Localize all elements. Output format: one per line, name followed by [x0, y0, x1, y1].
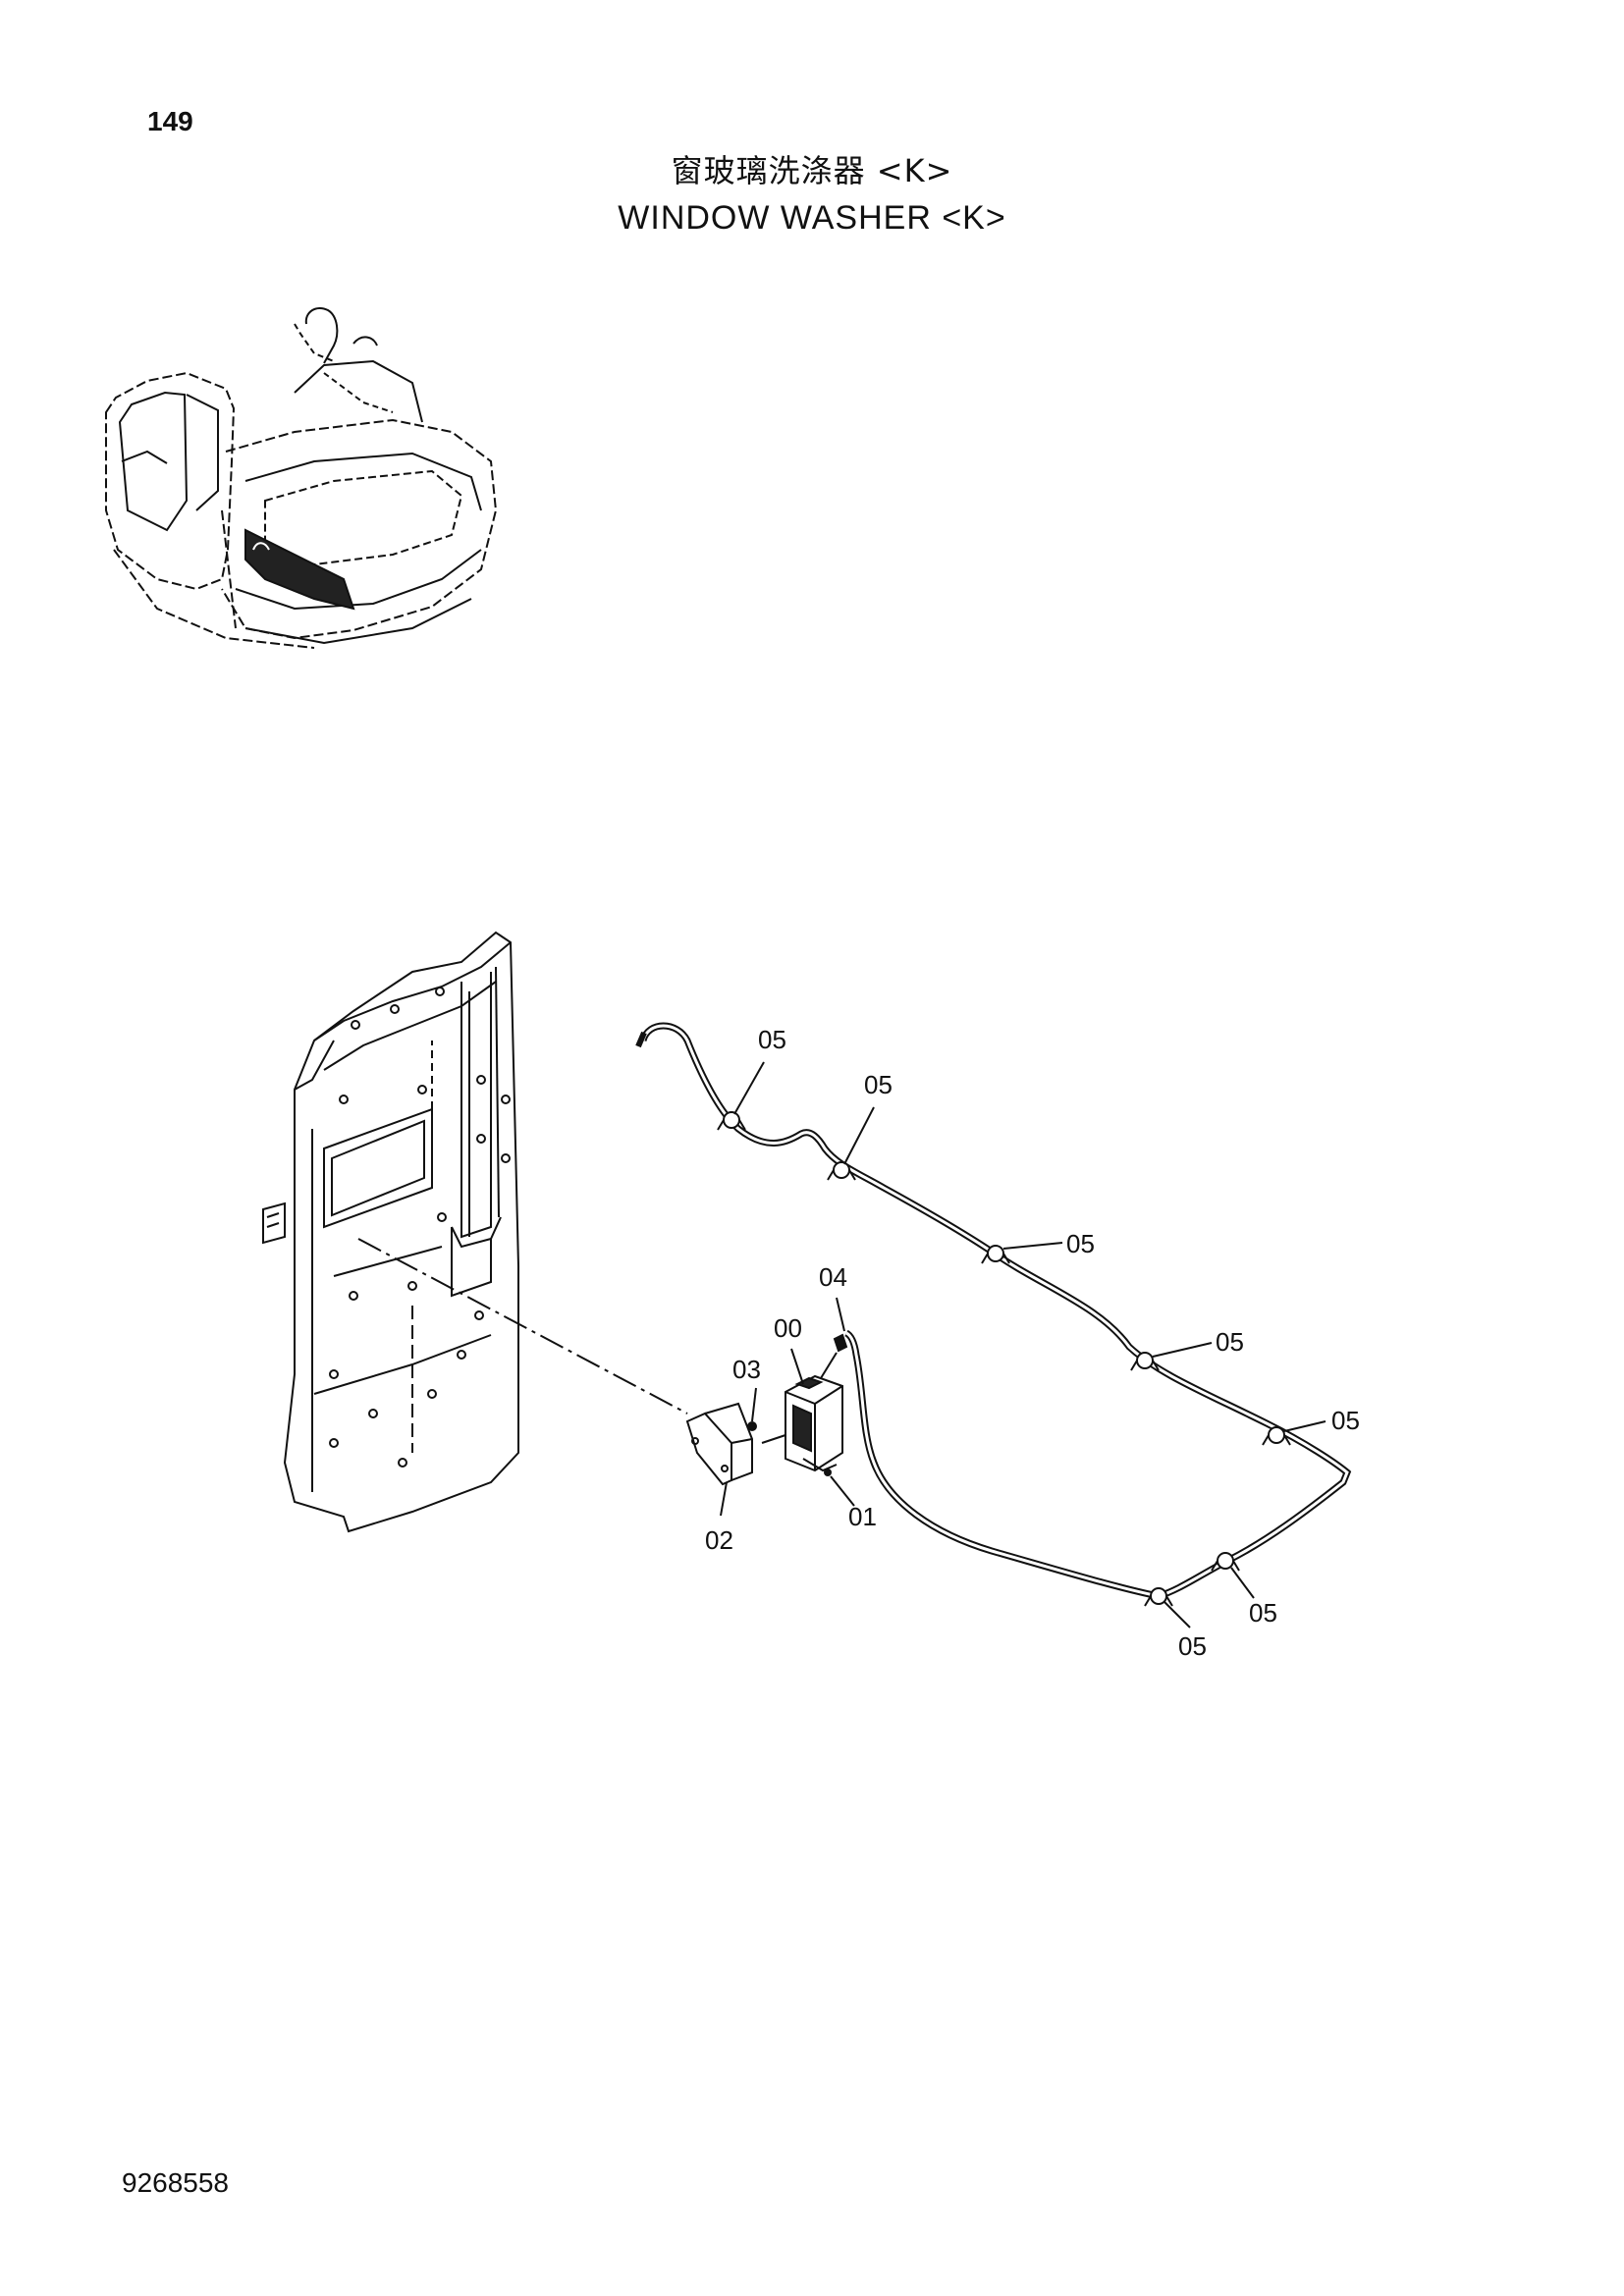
- title-block: 窗玻璃洗涤器 <K> WINDOW WASHER <K>: [0, 149, 1624, 241]
- callout-00: 00: [774, 1313, 802, 1343]
- mounting-center-line: [357, 1238, 688, 1415]
- drawing-number: 9268558: [122, 2167, 230, 2198]
- callout-05-d: 05: [1216, 1327, 1244, 1357]
- page-title-english: WINDOW WASHER <K>: [618, 199, 1006, 237]
- callout-05-a: 05: [758, 1025, 786, 1054]
- callout-labels: 05 05 05 05 05 05 05 04 00 03 01 02: [705, 1025, 1360, 1661]
- callout-03: 03: [732, 1355, 761, 1384]
- callout-05-b: 05: [864, 1070, 893, 1099]
- callout-04: 04: [819, 1262, 847, 1292]
- page-number: 149: [147, 106, 193, 136]
- bracket-icon: [685, 1402, 757, 1486]
- excavator-location-icon: [105, 306, 498, 649]
- washer-tank-icon: [761, 1374, 843, 1476]
- washer-hose-icon: [635, 1022, 1352, 1600]
- leader-lines: [720, 1061, 1326, 1629]
- callout-01: 01: [848, 1502, 877, 1531]
- cab-panel-icon: [262, 931, 519, 1533]
- callout-05-g: 05: [1178, 1631, 1207, 1661]
- callout-05-f: 05: [1249, 1598, 1277, 1628]
- page-title-chinese: 窗玻璃洗涤器 <K>: [671, 152, 953, 189]
- callout-05-e: 05: [1331, 1406, 1360, 1435]
- callout-02: 02: [705, 1525, 733, 1555]
- hose-clamp-icon: [717, 1111, 1291, 1607]
- callout-05-c: 05: [1066, 1229, 1095, 1258]
